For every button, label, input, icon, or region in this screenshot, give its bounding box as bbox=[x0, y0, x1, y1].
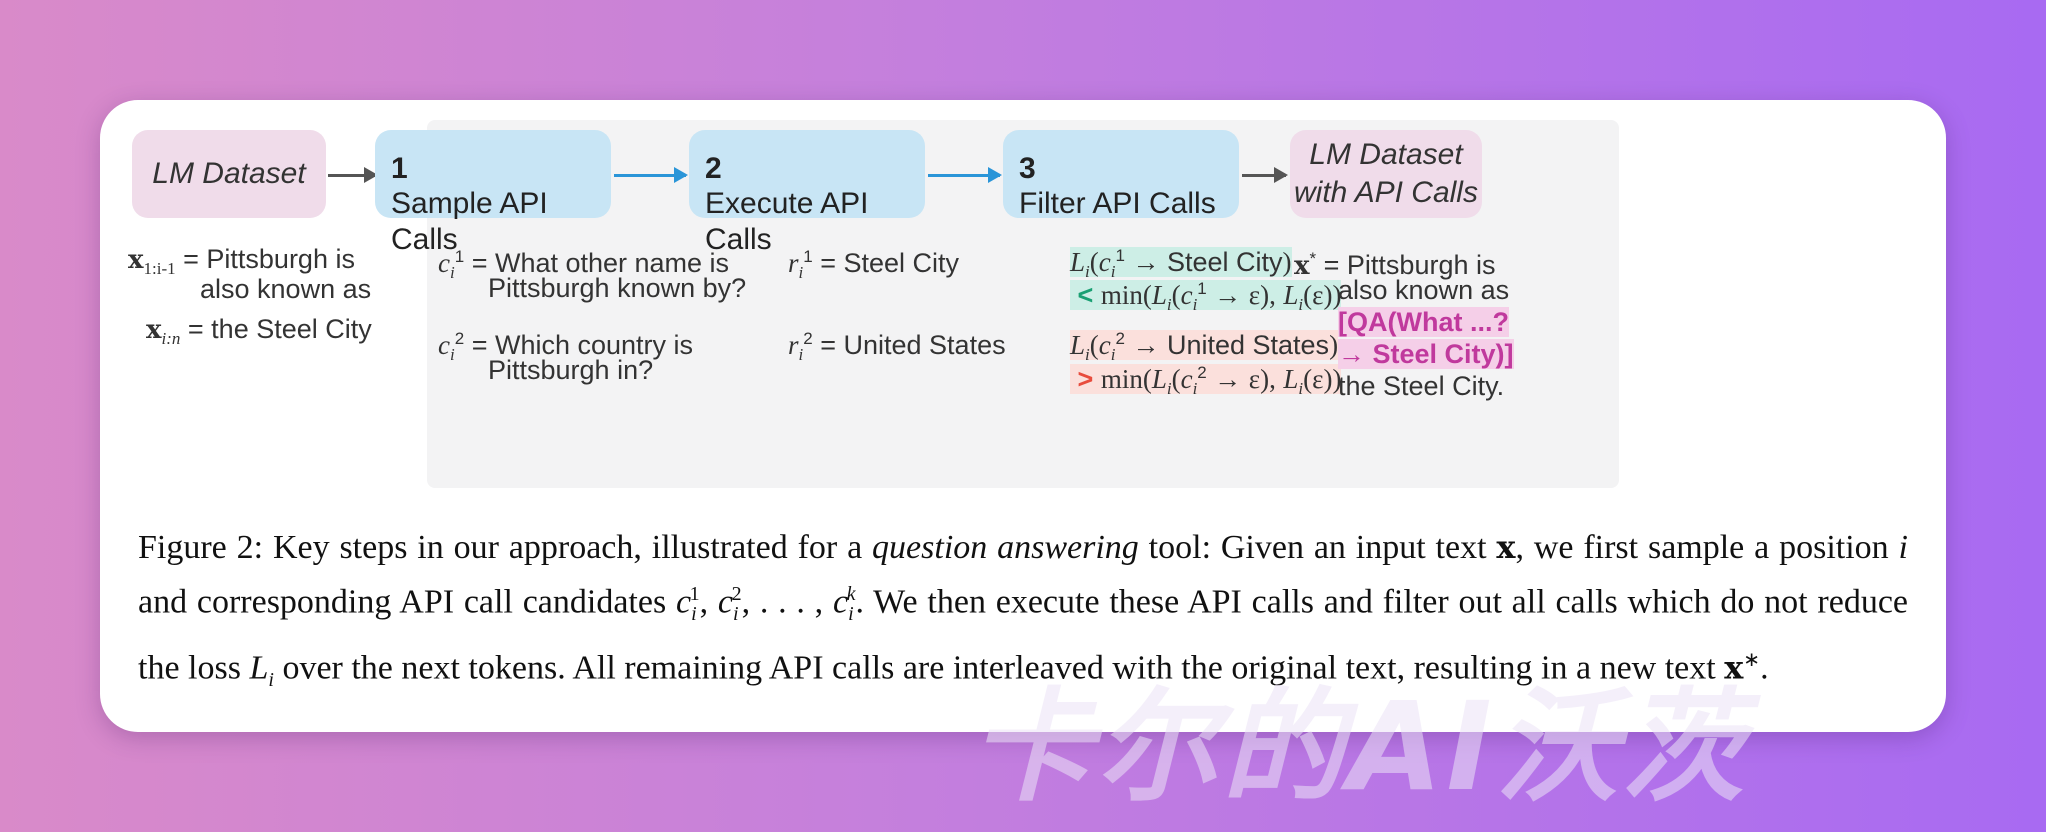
epsilon-4: ε bbox=[1312, 364, 1324, 394]
caption-part2: tool: Given an input text bbox=[1138, 529, 1497, 566]
less-than-symbol: < bbox=[1077, 280, 1094, 310]
filter2-min-line: > min(Li(ci2 → ε), Li(ε)) bbox=[1070, 356, 1342, 405]
r2-line: ri2 = United States bbox=[788, 329, 1006, 364]
filter2-result: United States bbox=[1166, 330, 1330, 360]
caption-part1: Figure 2: Key steps in our approach, ill… bbox=[138, 529, 873, 566]
caption-italic: question answering bbox=[872, 529, 1139, 566]
step3-label: Filter API Calls bbox=[1019, 187, 1216, 220]
x-prefix-text2: also known as bbox=[200, 274, 372, 304]
min-text-1: min( bbox=[1100, 280, 1152, 310]
r1-line: ri1 = Steel City bbox=[788, 247, 960, 282]
greater-than-symbol: > bbox=[1077, 364, 1094, 394]
step1-label: Sample API Calls bbox=[391, 187, 548, 256]
r2-superscript: 2 bbox=[803, 329, 813, 348]
lm-dataset-api-line2: with API Calls bbox=[1294, 176, 1478, 209]
x-prefix-subscript: 1:i-1 bbox=[143, 259, 176, 278]
caption-part3: , we first sample a position bbox=[1515, 529, 1899, 566]
arrow-to-step3 bbox=[928, 167, 1002, 183]
filter2-loss-line: Li(ci2 → United States) bbox=[1070, 329, 1339, 364]
x-prefix-line1: x1:i-1 = Pittsburgh is bbox=[128, 244, 355, 278]
c1-text2: Pittsburgh known by? bbox=[488, 273, 747, 303]
arrow-to-output bbox=[1242, 167, 1288, 183]
output-text3: the Steel City. bbox=[1338, 371, 1505, 401]
r1-text: = Steel City bbox=[812, 248, 960, 278]
watermark-text: 卡尔的AI沃茨 bbox=[970, 676, 1748, 818]
epsilon-2: ε bbox=[1312, 280, 1324, 310]
step1-box: 1 Sample API Calls bbox=[375, 130, 611, 256]
step3-number: 3 bbox=[1019, 152, 1036, 185]
c2-line1: ci2 = Which country is bbox=[438, 329, 694, 364]
c1-superscript: 1 bbox=[454, 247, 465, 266]
c2-line2: Pittsburgh in? bbox=[488, 354, 653, 387]
caption-part6: over the next tokens. All remaining API … bbox=[273, 649, 1725, 687]
caption-part4: and corresponding API call candidates bbox=[138, 583, 676, 621]
output-line1: x* = Pittsburgh is bbox=[1294, 249, 1496, 281]
output-text1: = Pittsburgh is bbox=[1316, 250, 1496, 280]
c2-superscript: 2 bbox=[454, 329, 465, 348]
filter1-min-line: < min(Li(ci1 → ε), Li(ε)) bbox=[1070, 272, 1342, 321]
step2-number: 2 bbox=[705, 152, 722, 185]
epsilon-1: ε bbox=[1248, 280, 1261, 310]
figure-caption: Figure 2: Key steps in our approach, ill… bbox=[138, 528, 1908, 692]
r2-text: = United States bbox=[812, 330, 1006, 360]
step1-number: 1 bbox=[391, 152, 408, 185]
c2-text1: = Which country is bbox=[464, 330, 694, 360]
c1-line2: Pittsburgh known by? bbox=[488, 272, 746, 305]
x-suffix-text: = the Steel City bbox=[180, 314, 372, 344]
lm-dataset-api-box: LM Dataset with API Calls bbox=[1290, 130, 1482, 218]
lm-dataset-box: LM Dataset bbox=[132, 130, 326, 218]
lm-dataset-label: LM Dataset bbox=[152, 157, 306, 190]
api-call-text2: → Steel City)] bbox=[1338, 339, 1514, 369]
c2-text2: Pittsburgh in? bbox=[488, 355, 654, 385]
arrow-to-step1 bbox=[328, 167, 378, 183]
step3-box: 3 Filter API Calls bbox=[1003, 130, 1239, 220]
x-prefix-text1: = Pittsburgh is bbox=[175, 244, 355, 274]
filter1-loss-line: Li(ci1 → Steel City) bbox=[1070, 246, 1292, 281]
c1-line1: ci1 = What other name is bbox=[438, 247, 730, 282]
x-suffix-line: xi:n = the Steel City bbox=[146, 314, 372, 348]
arrow-to-step2 bbox=[614, 167, 688, 183]
api-call-text1: [QA(What ...? bbox=[1338, 307, 1509, 337]
figure-card: LM Dataset 1 Sample API Calls 2 Execute … bbox=[100, 100, 1946, 732]
caption-part7: . bbox=[1760, 649, 1769, 687]
min-text-2: min( bbox=[1100, 364, 1152, 394]
step2-label: Execute API Calls bbox=[705, 187, 869, 256]
epsilon-3: ε bbox=[1248, 364, 1261, 394]
output-line2: also known as bbox=[1338, 274, 1509, 307]
c1-text1: = What other name is bbox=[464, 248, 730, 278]
output-text2: also known as bbox=[1338, 275, 1510, 305]
output-api-line2: → Steel City)] bbox=[1338, 338, 1514, 371]
lm-dataset-api-line1: LM Dataset bbox=[1309, 138, 1463, 171]
filter1-result: Steel City bbox=[1166, 247, 1283, 277]
output-line3: the Steel City. bbox=[1338, 370, 1504, 403]
x-prefix-line2: also known as bbox=[200, 273, 371, 306]
caption-part5: . We then execute these API calls and fi… bbox=[138, 583, 1908, 687]
r1-superscript: 1 bbox=[803, 247, 813, 266]
x-suffix-subscript: i:n bbox=[161, 329, 181, 348]
step2-box: 2 Execute API Calls bbox=[689, 130, 925, 256]
output-api-line1: [QA(What ...? bbox=[1338, 306, 1509, 339]
